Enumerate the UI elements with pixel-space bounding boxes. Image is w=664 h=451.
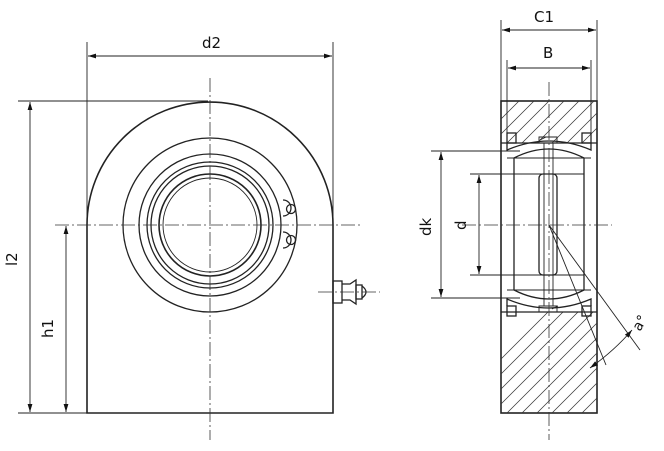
dim-l2: l2 (3, 100, 208, 414)
dim-B: B (506, 44, 592, 133)
lube-groove (538, 173, 558, 276)
seal-bot-right (581, 305, 592, 317)
front-view: d2 l2 h1 (3, 34, 380, 440)
housing-outline (86, 101, 334, 414)
dim-alpha: a° (548, 224, 652, 369)
seal-top-right (581, 132, 592, 144)
label-d: d (452, 220, 470, 230)
grease-nipple (318, 278, 380, 306)
lock-ring-detail (282, 199, 297, 249)
dim-d: d (452, 173, 514, 276)
dim-dk: dk (417, 150, 520, 299)
seal-bot-left (506, 305, 517, 317)
label-l2: l2 (3, 252, 21, 266)
label-d2: d2 (202, 34, 221, 52)
label-h1: h1 (39, 319, 57, 338)
housing-section (500, 100, 598, 414)
label-dk: dk (417, 217, 435, 236)
hatch-bottom (501, 312, 597, 413)
dim-h1: h1 (39, 226, 69, 412)
side-view: C1 B dk d a° (417, 8, 652, 440)
dim-C1: C1 (500, 8, 598, 101)
dim-d2: d2 (86, 34, 334, 225)
label-B: B (543, 44, 553, 62)
label-C1: C1 (534, 8, 554, 26)
label-alpha: a° (630, 312, 652, 334)
outer-race-top (506, 140, 592, 151)
seal-top-left (506, 132, 517, 144)
